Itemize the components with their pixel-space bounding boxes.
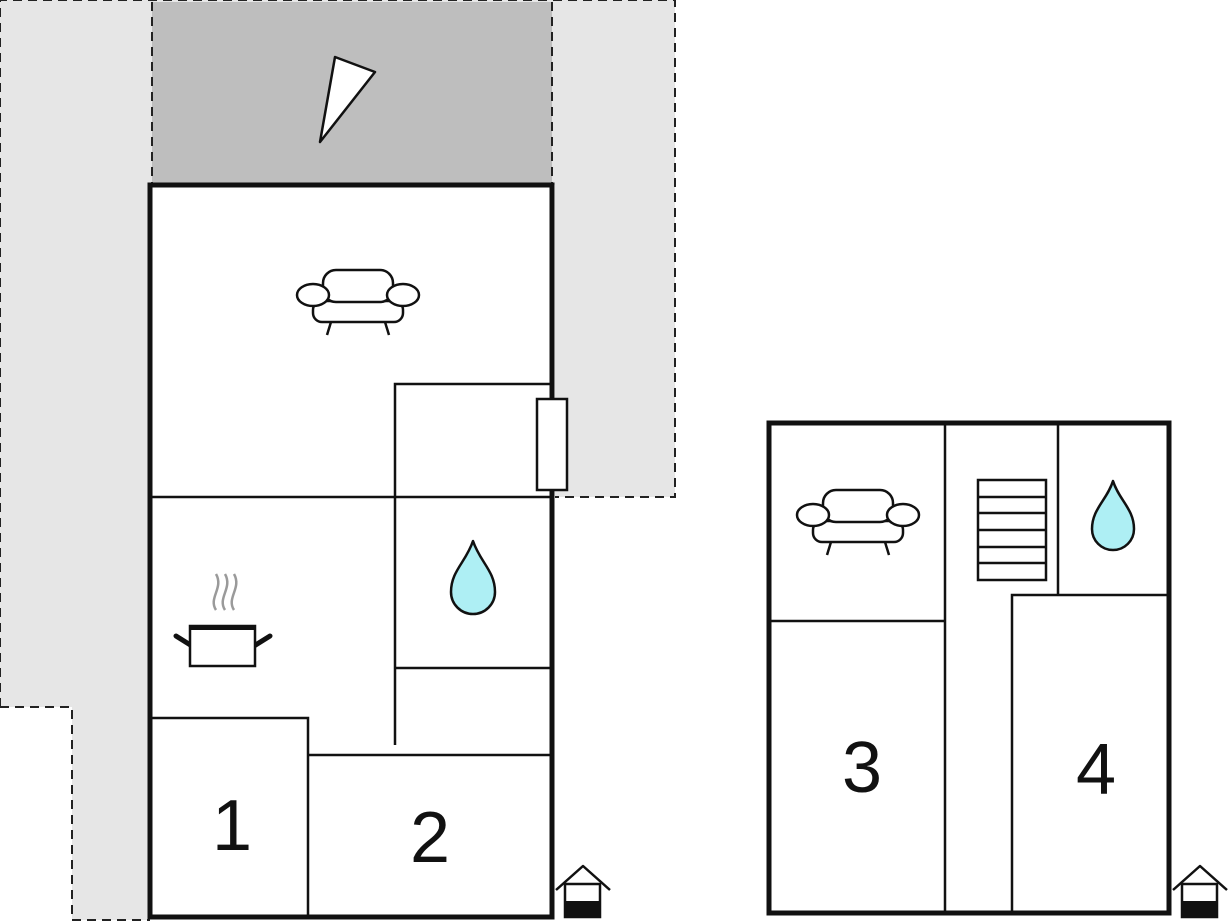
room-number-3: 3	[842, 728, 882, 808]
room-number-2: 2	[410, 798, 450, 878]
house-level-icon	[555, 864, 611, 919]
door-icon	[535, 397, 569, 492]
interior-walls	[152, 382, 550, 917]
water-drop-icon	[449, 539, 497, 616]
stairs-icon	[976, 478, 1048, 582]
pot-icon	[173, 573, 273, 668]
ground-floor	[147, 182, 555, 920]
interior-walls	[771, 425, 1167, 911]
house-level-icon	[1172, 864, 1228, 919]
room-number-1: 1	[212, 786, 252, 866]
room-number-4: 4	[1076, 730, 1116, 810]
compass-needle-icon	[318, 55, 377, 144]
sofa-icon	[295, 268, 421, 336]
water-drop-icon	[1090, 479, 1136, 552]
sofa-icon	[795, 488, 921, 556]
